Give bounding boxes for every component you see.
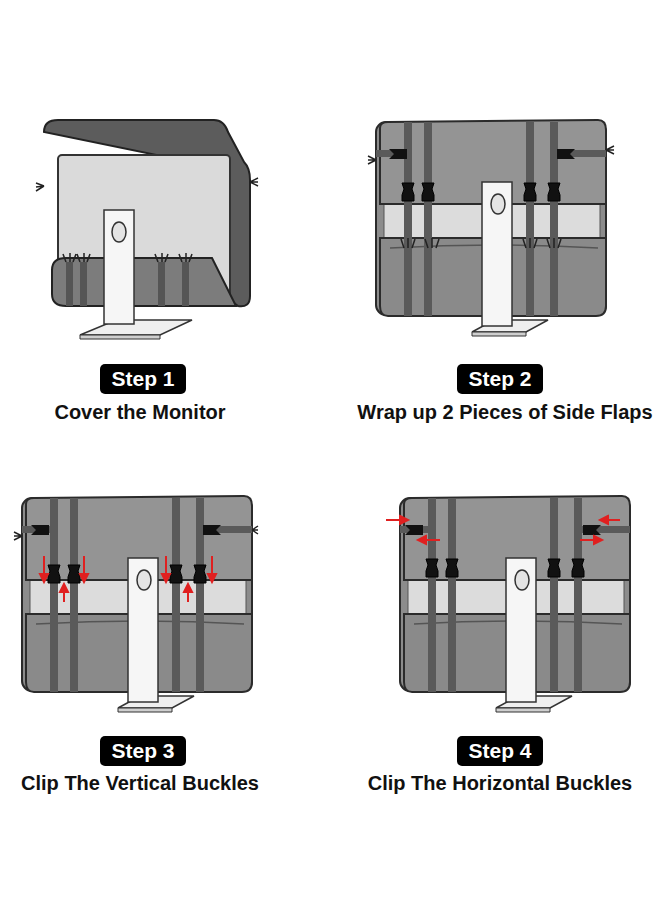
red-arrows — [40, 556, 216, 602]
step2-illustration — [368, 120, 614, 336]
step1-illustration — [36, 120, 258, 339]
step-caption: Clip The Vertical Buckles — [21, 771, 259, 795]
step-label: Step 4 — [468, 739, 531, 763]
step-caption: Clip The Horizontal Buckles — [368, 771, 632, 795]
step-badge: Step 4 — [457, 736, 542, 766]
step-badge: Step 2 — [457, 364, 542, 394]
step-caption: Cover the Monitor — [54, 400, 225, 424]
step-label: Step 1 — [111, 367, 174, 391]
step-badge: Step 1 — [100, 364, 185, 394]
step-badge: Step 3 — [100, 736, 185, 766]
step-label: Step 2 — [468, 367, 531, 391]
step4-illustration — [386, 496, 630, 712]
step-label: Step 3 — [111, 739, 174, 763]
red-arrows — [386, 516, 620, 544]
step3-illustration — [14, 496, 258, 712]
step-caption: Wrap up 2 Pieces of Side Flaps — [357, 400, 652, 424]
